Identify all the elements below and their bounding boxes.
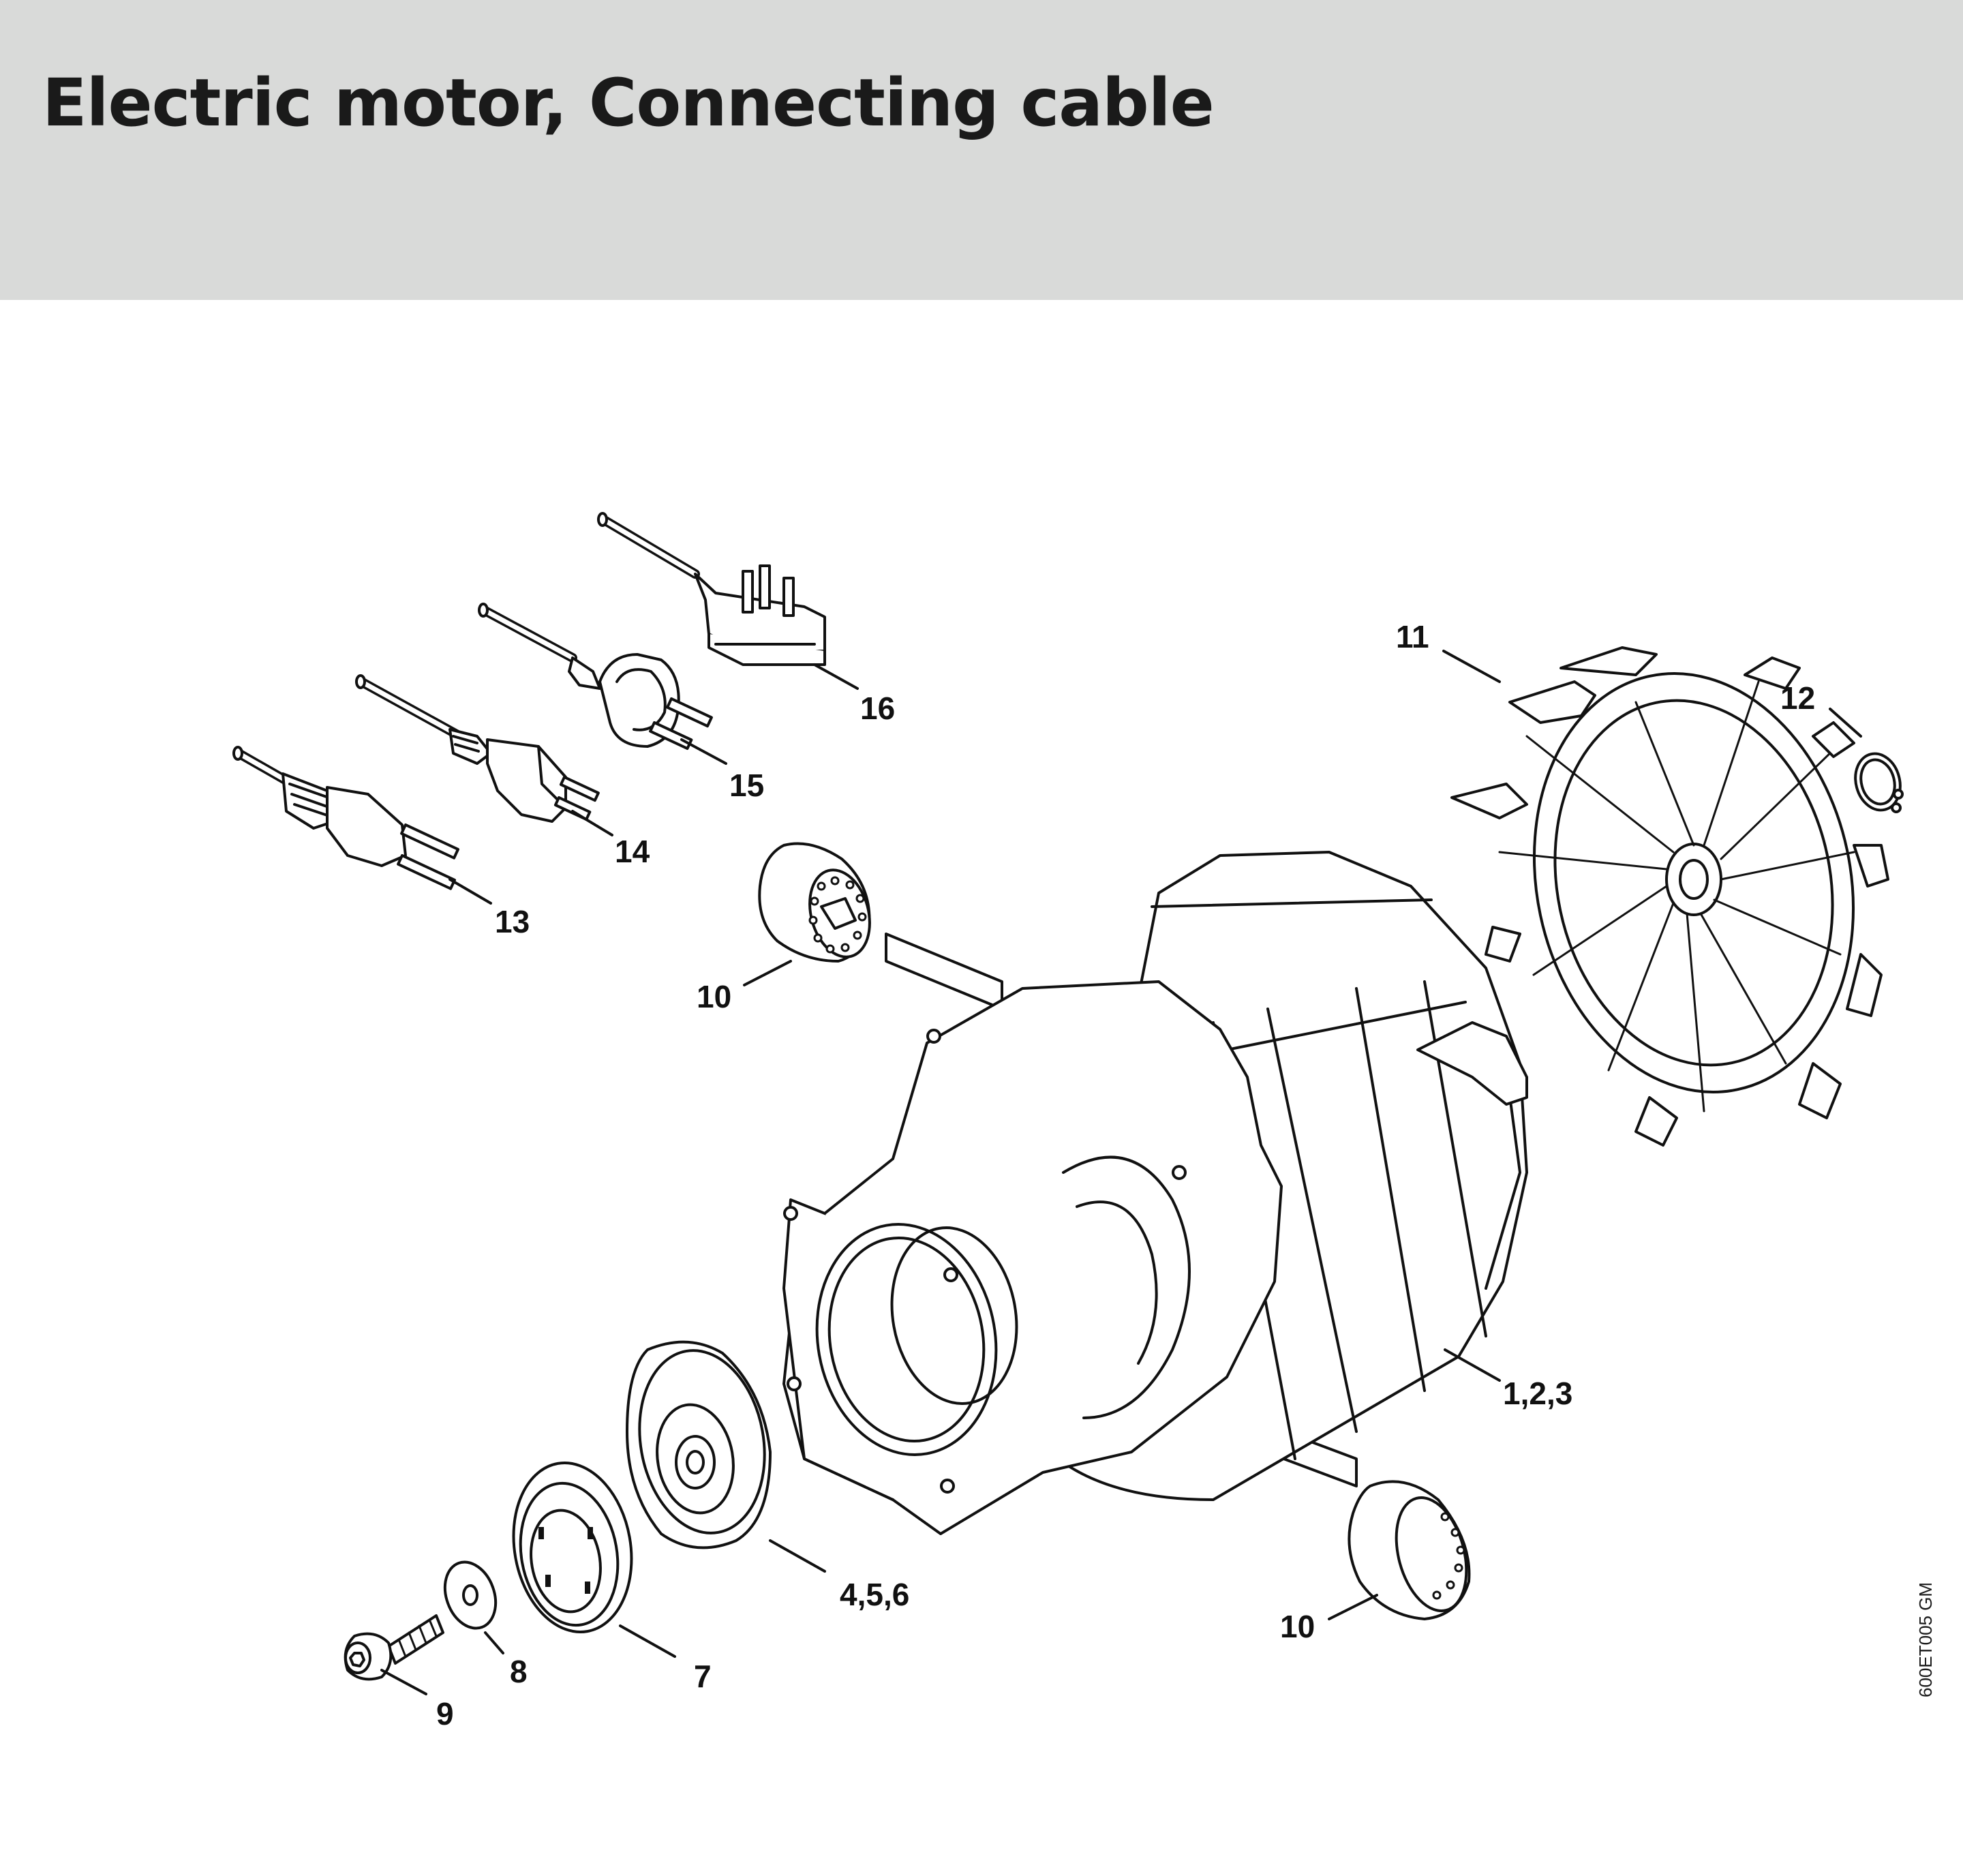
callout-labels: 16 15 14 13 10 11 12 1,2,3 4,5,6 7 8 9 1…	[436, 619, 1815, 1731]
header-band: Electric motor, Connecting cable	[0, 0, 1963, 300]
callout-13: 13	[495, 904, 530, 939]
callout-10-top: 10	[697, 979, 731, 1014]
callout-4-5-6: 4,5,6	[840, 1577, 909, 1612]
callout-7: 7	[694, 1659, 712, 1694]
plug-14-drawing	[355, 674, 600, 823]
plug-15-drawing	[478, 603, 713, 751]
callout-15: 15	[729, 768, 764, 803]
bearing-cover-456-drawing	[626, 1340, 772, 1549]
callout-8: 8	[510, 1654, 528, 1689]
leader-lines	[380, 650, 1862, 1695]
callout-14: 14	[615, 834, 650, 869]
callout-9: 9	[436, 1696, 454, 1731]
circlip-12-drawing	[1854, 752, 1904, 813]
screw-9-drawing	[344, 1614, 444, 1681]
page-title: Electric motor, Connecting cable	[42, 65, 1215, 141]
brush-cap-10-top-drawing	[758, 842, 871, 963]
plug-16-drawing	[597, 512, 826, 666]
fan-11-drawing	[1450, 646, 1889, 1147]
drawing-reference-code: 600ET005 GM	[1915, 1582, 1936, 1697]
callout-12: 12	[1780, 680, 1815, 716]
motor-housing-drawing	[782, 851, 1528, 1535]
callout-11: 11	[1396, 619, 1429, 654]
callout-16: 16	[860, 691, 895, 726]
bearing-7-drawing	[512, 1462, 633, 1633]
brush-cap-10-bottom-drawing	[1348, 1480, 1471, 1620]
callout-1-2-3: 1,2,3	[1503, 1376, 1572, 1411]
plug-13-drawing	[232, 746, 460, 890]
callout-10-bottom: 10	[1280, 1609, 1315, 1644]
washer-8-drawing	[443, 1560, 498, 1630]
